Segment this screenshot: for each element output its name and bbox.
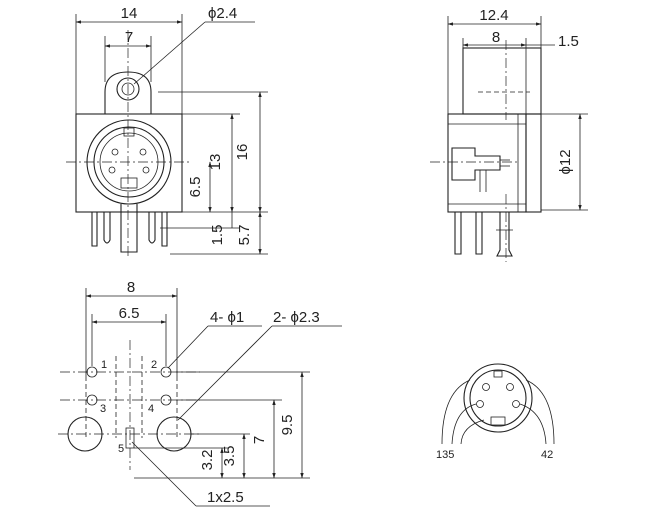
pinout-view: 135 42 bbox=[436, 363, 555, 461]
pinout-right-numbers: 42 bbox=[541, 449, 553, 461]
dim-depth-12-4: 12.4 bbox=[479, 7, 508, 24]
dim-slot: 1x2.5 bbox=[207, 489, 244, 506]
wire-left bbox=[441, 379, 471, 445]
dim-height-13: 13 bbox=[207, 154, 224, 171]
dim-width-6-5: 6.5 bbox=[119, 305, 140, 322]
front-leg-right bbox=[161, 212, 168, 247]
front-view: 14 7 ϕ2.4 16 13 6.5 1.5 5.7 bbox=[66, 5, 268, 258]
dim-height-3-2: 3.2 bbox=[199, 450, 216, 471]
side-flange bbox=[525, 113, 542, 213]
key-slot bbox=[123, 127, 135, 137]
dim-width-8: 8 bbox=[127, 279, 135, 296]
footprint-view: 1 2 3 4 5 8 6.5 4- ϕ1 2- ϕ2.3 9.5 bbox=[58, 279, 342, 507]
dim-height-16: 16 bbox=[234, 144, 251, 161]
leader-line bbox=[177, 325, 273, 421]
front-leg-center bbox=[120, 204, 138, 253]
pinout-left-numbers: 135 bbox=[436, 449, 454, 461]
dim-height-9-5: 9.5 bbox=[279, 415, 296, 436]
pinout-pin bbox=[506, 383, 514, 391]
pin-number: 1 bbox=[101, 359, 107, 371]
socket-pin bbox=[139, 148, 147, 156]
pinout-pin bbox=[512, 400, 520, 408]
wire-left bbox=[460, 419, 485, 445]
side-leg bbox=[475, 212, 483, 255]
bottom-key bbox=[120, 177, 138, 189]
pinout-pin bbox=[476, 400, 484, 408]
pinout-bottom-key bbox=[490, 416, 506, 426]
dim-depth-1-5: 1.5 bbox=[558, 33, 579, 50]
tab-hole-outer bbox=[116, 77, 140, 101]
leader-line bbox=[131, 441, 197, 507]
socket-pin bbox=[108, 166, 116, 174]
pin-number: 3 bbox=[100, 403, 106, 415]
dim-width-7: 7 bbox=[125, 29, 133, 46]
pin-number: 5 bbox=[118, 443, 124, 455]
pinout-inner-ring bbox=[469, 369, 527, 427]
side-leg bbox=[454, 212, 462, 255]
front-leg-left bbox=[91, 212, 98, 247]
dim-height-6-5: 6.5 bbox=[187, 177, 204, 198]
wire-left bbox=[451, 403, 477, 445]
dim-depth-8: 8 bbox=[492, 29, 500, 46]
dim-height-3-5: 3.5 bbox=[221, 446, 238, 467]
front-leg-left-2 bbox=[103, 212, 111, 244]
dim-pin-holes: 4- ϕ1 bbox=[210, 309, 244, 326]
socket-pin bbox=[142, 166, 150, 174]
internal-contact bbox=[451, 147, 501, 181]
dim-dia-12: ϕ12 bbox=[557, 149, 574, 174]
dim-mount-holes: 2- ϕ2.3 bbox=[273, 309, 320, 326]
wire-right bbox=[525, 379, 555, 445]
dim-width-14: 14 bbox=[121, 5, 138, 22]
pinout-pin bbox=[482, 383, 490, 391]
dim-hole-dia: ϕ2.4 bbox=[208, 5, 237, 22]
dim-height-7: 7 bbox=[251, 436, 268, 444]
side-tab bbox=[462, 47, 542, 115]
leader-line bbox=[133, 21, 206, 85]
side-body bbox=[447, 113, 527, 213]
pinout-outer-ring bbox=[463, 363, 533, 433]
leader-line bbox=[167, 325, 209, 369]
front-leg-right-2 bbox=[148, 212, 156, 244]
pin-number: 2 bbox=[151, 359, 157, 371]
socket-pin bbox=[111, 148, 119, 156]
wire-right bbox=[519, 403, 547, 445]
pinout-key bbox=[493, 370, 503, 378]
side-leg bbox=[496, 212, 513, 257]
tab-hole bbox=[121, 82, 135, 96]
side-view: 12.4 8 1.5 ϕ12 bbox=[430, 7, 588, 262]
dim-height-5-7: 5.7 bbox=[236, 225, 253, 246]
front-body bbox=[75, 113, 183, 213]
pin-number: 4 bbox=[148, 403, 154, 415]
dim-height-1-5: 1.5 bbox=[209, 225, 226, 246]
